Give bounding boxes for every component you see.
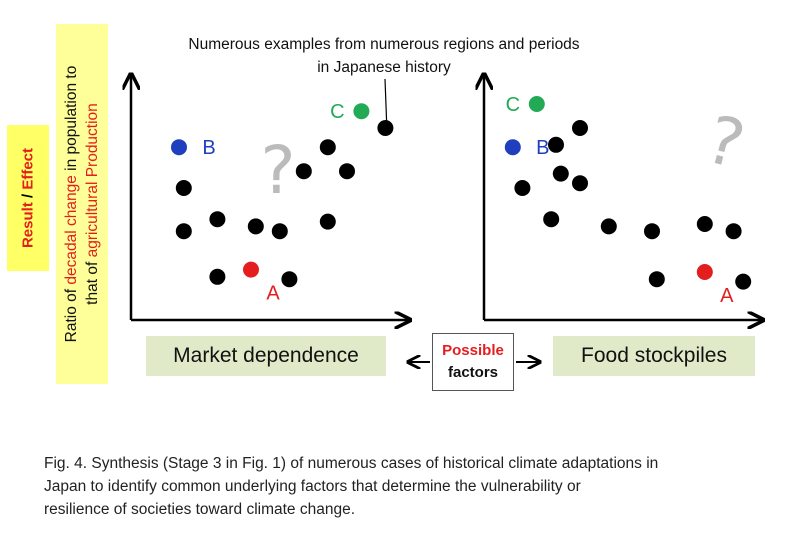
figure-caption: Fig. 4. Synthesis (Stage 3 in Fig. 1) of…	[44, 452, 784, 521]
point-label-c-right: C	[506, 94, 520, 116]
possible-factors-line2: factors	[447, 364, 499, 381]
data-point-right	[572, 175, 588, 192]
data-point-left	[175, 180, 192, 196]
point-c-left	[353, 103, 370, 120]
data-point-right	[644, 223, 660, 240]
point-c-right	[528, 96, 545, 112]
data-point-right	[572, 120, 588, 136]
data-point-right	[648, 271, 665, 288]
point-label-a-left: A	[266, 283, 280, 305]
point-b-left	[171, 139, 187, 156]
data-point-right	[735, 273, 752, 290]
possible-factors-box: Possible factors	[432, 333, 514, 391]
question-mark-left: ?	[260, 132, 295, 209]
scatter-diagram: Numerous examples from numerous regions …	[0, 36, 800, 440]
data-point-left	[319, 213, 336, 230]
point-label-b-right: B	[536, 137, 549, 159]
data-point-left	[175, 223, 192, 240]
caption-line2: Japan to identify common underlying fact…	[44, 478, 581, 495]
data-point-left	[281, 271, 298, 288]
factor-food-stockpiles: Food stockpiles	[553, 336, 755, 376]
possible-factors-line1: Possible	[442, 342, 504, 359]
point-label-c-left: C	[330, 101, 344, 123]
question-mark-right: ?	[698, 101, 752, 184]
title-line1: Numerous examples from numerous regions …	[188, 36, 579, 53]
data-point-left	[209, 268, 226, 285]
points-right-group: BC A	[504, 94, 752, 307]
result-effect-label-box: Result / Effect	[7, 125, 49, 271]
point-label-b-left: B	[202, 137, 215, 159]
data-point-left	[271, 223, 288, 240]
point-a-left	[243, 261, 259, 278]
data-point-left	[295, 163, 312, 180]
data-point-right	[548, 136, 564, 153]
point-label-a-right: A	[720, 285, 734, 307]
factor-market-dependence: Market dependence	[146, 336, 386, 376]
caption-line3: resilience of societies toward climate c…	[44, 501, 356, 518]
data-point-right	[725, 223, 742, 240]
data-point-right	[600, 218, 617, 235]
data-point-right	[514, 180, 531, 196]
data-point-right	[543, 211, 560, 228]
caption-line1: Fig. 4. Synthesis (Stage 3 in Fig. 1) of…	[44, 455, 659, 472]
point-b-right	[504, 139, 521, 156]
points-left-group: B C A	[171, 101, 394, 305]
title-line2: in Japanese history	[317, 59, 451, 76]
data-point-left	[247, 218, 264, 235]
data-point-left	[377, 120, 394, 136]
y-axis-label-box: Ratio of decadal change in population to…	[56, 24, 108, 384]
point-a-right	[696, 264, 713, 280]
data-point-left	[209, 211, 226, 228]
data-point-right	[696, 216, 713, 232]
data-point-right	[552, 165, 569, 182]
data-point-left	[339, 163, 355, 180]
data-point-left	[319, 139, 336, 156]
